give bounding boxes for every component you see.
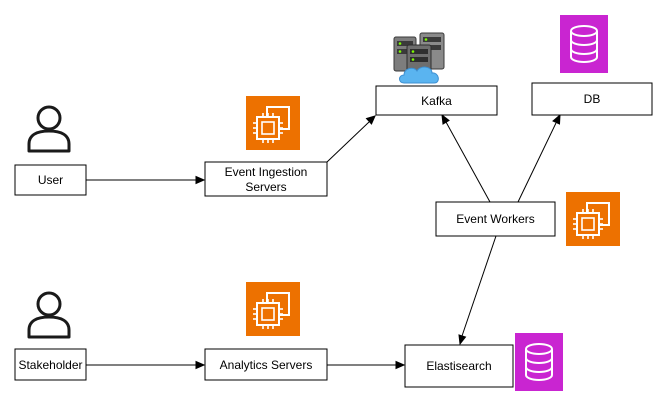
node-event-ingestion-label-line2: Servers — [245, 180, 286, 194]
edge-workers-to-kafka — [445, 121, 491, 203]
node-analytics-label: Analytics Servers — [220, 358, 313, 372]
node-event-ingestion-servers[interactable]: Event Ingestion Servers — [204, 161, 328, 197]
node-user-label: User — [38, 173, 63, 187]
node-user[interactable]: User — [14, 164, 87, 196]
node-elasticsearch-label: Elastisearch — [426, 359, 491, 373]
arrowhead-analytics — [195, 360, 206, 370]
node-stakeholder-label: Stakeholder — [18, 358, 82, 372]
node-event-workers-label: Event Workers — [456, 212, 534, 226]
person-icon — [27, 105, 71, 153]
ec2-compute-icon — [245, 281, 301, 337]
node-kafka-label: Kafka — [421, 94, 452, 108]
arrowhead-kafka-2 — [441, 113, 450, 125]
node-elasticsearch[interactable]: Elastisearch — [404, 344, 514, 388]
person-icon — [27, 291, 71, 339]
arrowhead-db — [552, 113, 561, 125]
server-cloud-icon — [393, 32, 445, 84]
node-stakeholder[interactable]: Stakeholder — [14, 348, 87, 381]
arrowhead-elasticsearch-1 — [458, 334, 467, 346]
edge-ingestion-to-kafka — [326, 121, 370, 163]
edge-workers-to-elasticsearch — [461, 235, 497, 337]
arrowhead-elasticsearch-2 — [395, 360, 406, 370]
database-icon — [514, 332, 564, 392]
edges — [86, 113, 561, 370]
node-event-ingestion-label-line1: Event Ingestion — [225, 165, 308, 179]
node-db-label: DB — [584, 92, 601, 106]
node-analytics-servers[interactable]: Analytics Servers — [204, 348, 328, 381]
database-icon — [559, 14, 609, 74]
ec2-compute-icon — [245, 95, 301, 151]
arrowhead-ingestion — [195, 175, 206, 185]
arrowhead-kafka-1 — [365, 115, 376, 125]
node-event-workers[interactable]: Event Workers — [435, 201, 556, 237]
edge-workers-to-db — [517, 122, 557, 203]
node-kafka[interactable]: Kafka — [375, 85, 498, 116]
ec2-compute-icon — [565, 191, 621, 247]
node-db[interactable]: DB — [531, 82, 653, 116]
